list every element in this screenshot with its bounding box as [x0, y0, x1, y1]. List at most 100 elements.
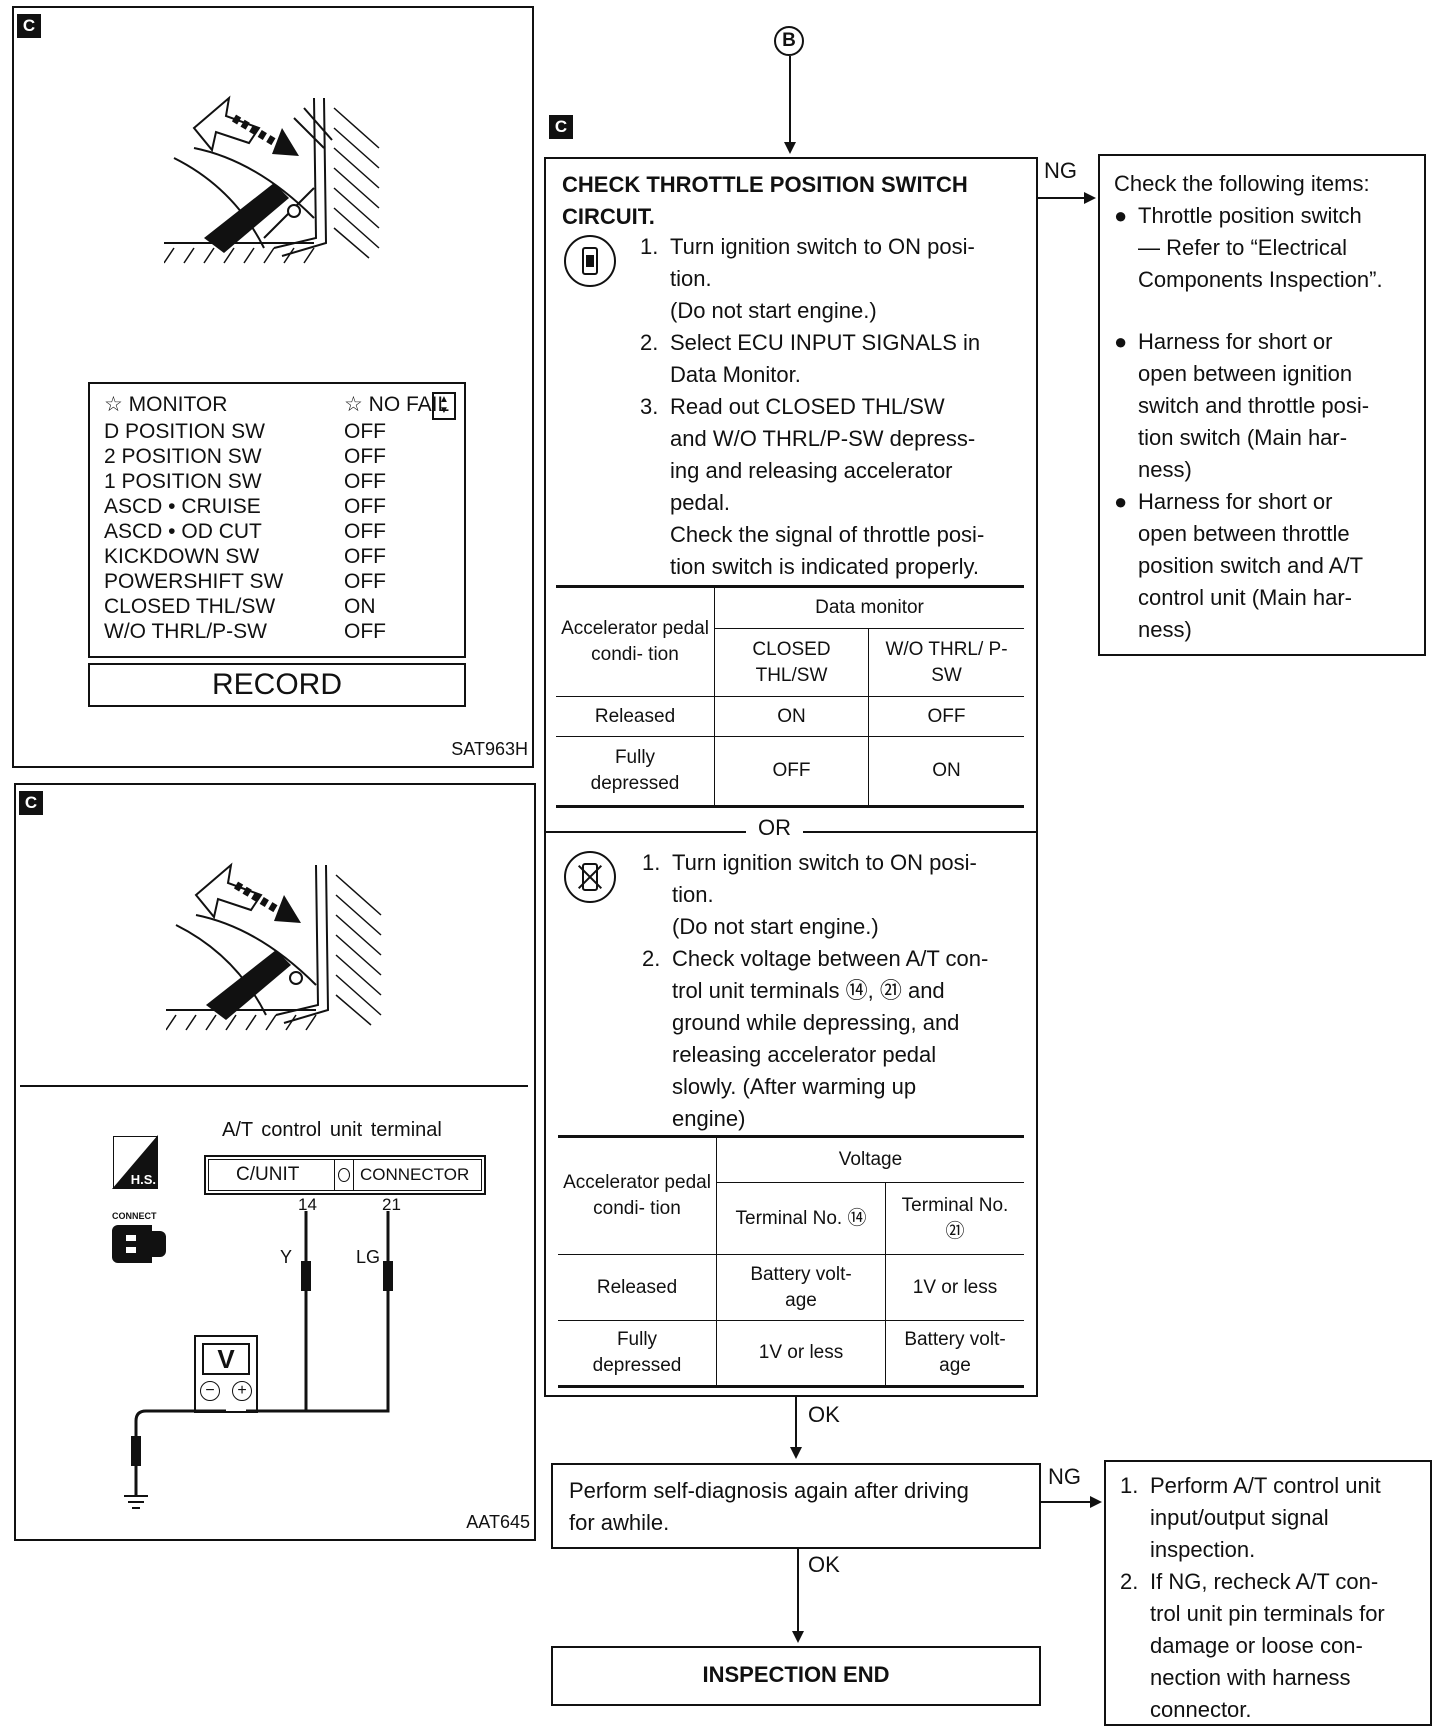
ng-check-item: Throttle position switch— Refer to “Elec… — [1114, 200, 1428, 296]
figure-code: SAT963H — [451, 739, 528, 759]
step-item: 1. Turn ignition switch to ON posi-tion. (… — [640, 231, 1020, 327]
wire-lg-label: LG — [356, 1247, 381, 1267]
step-line: (Do not start engine.) — [672, 914, 879, 939]
col-header-condition: Accelerator pedal condi- tion — [558, 1136, 717, 1255]
monitor-item: W/O THRL/P-SW — [104, 620, 267, 643]
ng-label: NG — [1044, 158, 1077, 183]
step-line: tion. — [672, 882, 714, 907]
monitor-value: OFF — [344, 520, 386, 543]
step-number: 1. — [640, 234, 659, 259]
ng-item-line: position switch and A/T — [1138, 553, 1364, 578]
col-header-2: Terminal No. ㉑ — [885, 1182, 1024, 1255]
ng-label: NG — [1048, 1464, 1081, 1489]
monitor-item: 1 POSITION SW — [104, 470, 262, 493]
step-line: ground while depressing, and — [672, 1010, 960, 1035]
row-val1: ON — [714, 696, 869, 737]
monitor-item: 2 POSITION SW — [104, 445, 262, 468]
check-throttle-box: CHECK THROTTLE POSITION SWITCH CIRCUIT. … — [544, 157, 1038, 1397]
ng-item-line: — Refer to “Electrical — [1138, 235, 1348, 260]
monitor-value: OFF — [344, 570, 386, 593]
row-cond: Released — [558, 1254, 717, 1321]
step-line: Read out CLOSED THL/SW — [670, 394, 945, 419]
accelerator-pedal-illustration — [164, 95, 380, 264]
pin-14-label: 14 — [298, 1195, 317, 1214]
row-val2: ON — [868, 736, 1024, 807]
monitor-row: 2 POSITION SW OFF — [104, 444, 464, 469]
self-diag-line1: Perform self-diagnosis again after drivi… — [569, 1478, 969, 1503]
plus-terminal-icon: + — [232, 1381, 252, 1401]
consult-tester-icon — [564, 235, 616, 287]
main-title-line1: CHECK THROTTLE POSITION SWITCH — [562, 172, 968, 197]
divider — [20, 1085, 528, 1087]
ok-label: OK — [808, 1402, 840, 1427]
step-line: nection with harness — [1150, 1665, 1351, 1690]
step-line: tion. — [670, 266, 712, 291]
ok-arrow — [792, 1549, 804, 1643]
ng-item-line: Harness for short or — [1138, 489, 1333, 514]
monitor-item: KICKDOWN SW — [104, 545, 260, 568]
ng-arrow — [1038, 192, 1096, 204]
step-line: Turn ignition switch to ON posi- — [670, 234, 975, 259]
harness-side-icon: H.S. — [112, 1135, 158, 1189]
col-header-1: Terminal No. ⑭ — [716, 1182, 886, 1255]
or-label: OR — [746, 815, 803, 841]
step-number: 2. — [642, 946, 661, 971]
row-val1: 1V or less — [716, 1320, 886, 1387]
no-tester-icon — [564, 851, 616, 903]
scroll-arrows-icon[interactable]: ▲▼ — [432, 392, 456, 420]
step-line: connector. — [1150, 1697, 1252, 1722]
step-line: Turn ignition switch to ON posi- — [672, 850, 977, 875]
monitor-item: POWERSHIFT SW — [104, 570, 284, 593]
self-diagnosis-box: Perform self-diagnosis again after drivi… — [551, 1463, 1041, 1549]
col-header-group: Voltage — [716, 1136, 1024, 1183]
step-number: 1. — [642, 850, 661, 875]
ng-check-item: Harness for short or open between throttl… — [1114, 486, 1428, 646]
ng-item-line: ness) — [1138, 457, 1192, 482]
row-val1: Battery volt- age — [716, 1254, 886, 1321]
ng-arrow — [1040, 1496, 1102, 1508]
step-line: Check the signal of throttle posi- — [670, 522, 985, 547]
connector-b-icon: B — [774, 26, 804, 56]
connect-label: CONNECT — [112, 1211, 157, 1221]
ng-items: Throttle position switch— Refer to “Elec… — [1114, 200, 1428, 646]
step-line: inspection. — [1150, 1537, 1256, 1562]
voltmeter-label: V — [202, 1343, 250, 1375]
ng-item-line: ness) — [1138, 617, 1192, 642]
step-item: 1. Turn ignition switch to ON posi-tion. (… — [642, 847, 1028, 943]
steps-b: 1. Turn ignition switch to ON posi-tion. (… — [642, 847, 1028, 1135]
step-line: If NG, recheck A/T con- — [1150, 1569, 1379, 1594]
step-line: ing and releasing accelerator — [670, 458, 953, 483]
record-button[interactable]: RECORD — [88, 663, 466, 707]
step-item: 2.If NG, recheck A/T con-trol unit pin t… — [1120, 1566, 1426, 1726]
monitor-value: OFF — [344, 620, 386, 643]
step-line: Perform A/T control unit — [1150, 1473, 1381, 1498]
row-val1: OFF — [714, 736, 869, 807]
section-badge: C — [17, 14, 41, 38]
step-number: 2. — [1120, 1569, 1139, 1594]
row-val2: Battery volt- age — [885, 1320, 1024, 1387]
step-line: input/output signal — [1150, 1505, 1329, 1530]
pin-21-label: 21 — [382, 1195, 401, 1214]
step-line: engine) — [672, 1106, 746, 1131]
ng-item-line: control unit (Main har- — [1138, 585, 1352, 610]
ok-label: OK — [808, 1552, 840, 1577]
monitor-value: ON — [344, 595, 376, 618]
step-line: (Do not start engine.) — [670, 298, 877, 323]
monitor-value: OFF — [344, 445, 386, 468]
monitor-header-right: ☆ NO FAIL — [344, 393, 450, 416]
row-cond: Fully depressed — [556, 736, 715, 807]
accelerator-pedal-illustration — [166, 862, 382, 1031]
connector-icon — [112, 1225, 166, 1263]
ng-item-line: open between throttle — [1138, 521, 1350, 546]
figure-code: AAT645 — [466, 1512, 530, 1532]
main-title: CHECK THROTTLE POSITION SWITCH CIRCUIT. — [562, 169, 968, 233]
